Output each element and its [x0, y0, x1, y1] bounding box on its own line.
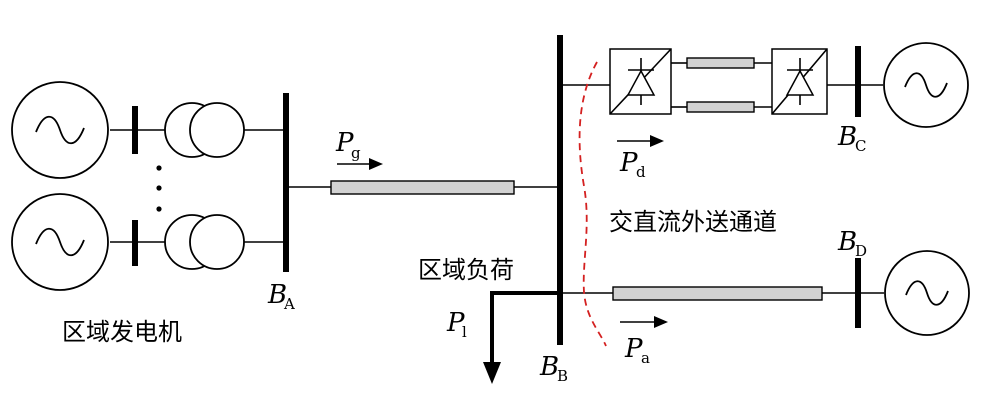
regional-generators-label: 区域发电机 [62, 318, 182, 346]
inverter-icon [771, 48, 828, 115]
svg-text:d: d [636, 163, 646, 181]
svg-text:g: g [351, 144, 361, 162]
power-flow-pa: P a [620, 316, 668, 367]
ac-source-d [884, 250, 970, 336]
svg-text:B: B [837, 122, 857, 152]
bus-a-label: B A [267, 280, 295, 313]
power-flow-pg: P g [335, 128, 383, 170]
transformer-icon [164, 102, 245, 158]
regional-load-label: 区域负荷 [418, 256, 514, 284]
generator-1 [11, 81, 283, 179]
ac-source-c [883, 42, 969, 128]
svg-text:l: l [462, 323, 467, 341]
dc-line-negative [686, 101, 755, 113]
dc-line-positive [686, 57, 755, 69]
regional-load: P l [446, 291, 557, 384]
svg-text:C: C [855, 137, 866, 155]
svg-text:P: P [624, 334, 643, 364]
transmission-line-ab [330, 180, 515, 195]
bus-c-label: B C [837, 122, 866, 155]
hvdc-link [563, 48, 855, 115]
svg-text:P: P [619, 148, 638, 178]
transformer-icon [164, 214, 245, 270]
svg-text:P: P [446, 308, 465, 338]
svg-text:D: D [855, 242, 867, 260]
svg-text:B: B [267, 280, 287, 310]
bus-b-label: B B [539, 352, 568, 385]
power-flow-pd: P d [617, 135, 664, 181]
svg-text:B: B [837, 227, 857, 257]
bus-d-label: B D [837, 227, 867, 260]
generator-2 [11, 193, 283, 291]
ac-dc-channel-label: 交直流外送通道 [609, 208, 777, 236]
ellipsis-dots-icon [156, 165, 162, 212]
transmission-line-bd [612, 286, 823, 301]
svg-text:P: P [335, 128, 354, 158]
svg-text:B: B [539, 352, 559, 382]
channel-boundary [578, 61, 607, 347]
svg-text:a: a [641, 349, 650, 367]
svg-text:A: A [283, 295, 295, 313]
rectifier-icon [609, 48, 672, 115]
svg-text:B: B [557, 367, 568, 385]
